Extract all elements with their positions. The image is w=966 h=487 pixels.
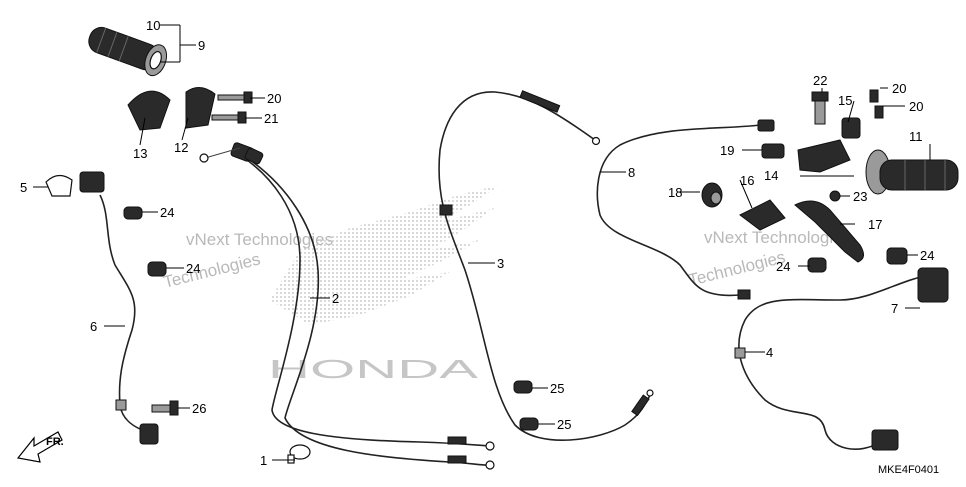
bolt-22 — [811, 91, 829, 125]
cable-clamp-1 — [287, 444, 311, 464]
callout-20b: 20 — [909, 99, 923, 114]
throttle-housing-lower — [127, 90, 171, 131]
callout-13: 13 — [133, 146, 147, 161]
clip-24a — [123, 206, 143, 220]
clutch-switch-19 — [761, 143, 785, 159]
bolt-26 — [151, 400, 179, 416]
callout-8: 8 — [628, 165, 635, 180]
callout-6: 6 — [90, 319, 97, 334]
callout-26: 26 — [192, 401, 206, 416]
clutch-lever-17 — [794, 200, 864, 263]
clip-24b — [147, 261, 167, 277]
callout-24b: 24 — [186, 261, 200, 276]
callout-17: 17 — [868, 217, 882, 232]
callout-1: 1 — [260, 453, 267, 468]
front-direction-label: FR. — [46, 436, 64, 448]
screw-21a — [217, 91, 253, 104]
clip-25b — [519, 417, 539, 431]
diagram-code: MKE4F0401 — [878, 464, 939, 476]
callout-21a: 20 — [267, 91, 281, 106]
bolt-20b — [874, 105, 884, 119]
clip-24d — [807, 257, 827, 273]
collar-18 — [701, 182, 723, 208]
callout-23: 23 — [853, 189, 867, 204]
callout-7: 7 — [891, 301, 898, 316]
left-grip — [865, 149, 959, 195]
callout-25b: 25 — [557, 417, 571, 432]
callout-16: 16 — [740, 173, 754, 188]
honda-wing-logo: HONDA — [268, 185, 500, 384]
clip-25a — [513, 380, 533, 394]
holder-15 — [841, 117, 861, 139]
leader-lines — [33, 24, 931, 461]
clutch-cable — [438, 90, 654, 441]
clutch-switch-wire — [734, 274, 931, 451]
screw-21b — [211, 111, 247, 124]
watermark-2: Technologies — [161, 249, 262, 291]
left-switch-harness — [79, 171, 159, 445]
watermark-1: vNext Technologies — [186, 230, 333, 249]
callout-20a: 20 — [892, 81, 906, 96]
callout-24d: 24 — [776, 259, 790, 274]
nut-23 — [829, 190, 841, 202]
callout-12: 12 — [174, 140, 188, 155]
callout-15: 15 — [838, 93, 852, 108]
callout-19: 19 — [720, 143, 734, 158]
watermark-4: Technologies — [686, 247, 787, 289]
front-direction-arrow: FR. — [16, 431, 64, 463]
callout-labels: 10 9 13 12 20 21 5 24 24 6 26 1 2 3 25 2… — [20, 18, 934, 468]
callout-14: 14 — [764, 168, 778, 183]
callout-10: 10 — [146, 18, 160, 33]
callout-22: 22 — [813, 73, 827, 88]
callout-5: 5 — [20, 180, 27, 195]
callout-11: 11 — [909, 129, 923, 144]
callout-18: 18 — [668, 185, 682, 200]
callout-9: 9 — [198, 38, 205, 53]
callout-24c: 24 — [920, 248, 934, 263]
honda-logo-text: HONDA — [268, 354, 479, 384]
callout-24a: 24 — [160, 205, 174, 220]
lever-pivot-16 — [739, 199, 786, 231]
switch-housing-7 — [917, 267, 949, 303]
callout-3: 3 — [497, 256, 504, 271]
clamp-5 — [45, 174, 73, 197]
callout-2: 2 — [332, 291, 339, 306]
throttle-housing-upper — [185, 87, 216, 129]
watermark-3: vNext Technologies — [704, 228, 851, 247]
callout-25a: 25 — [550, 381, 564, 396]
bolt-20a — [869, 89, 879, 103]
right-switch-harness — [596, 119, 775, 300]
clutch-bracket-14 — [797, 139, 851, 173]
callout-21b: 21 — [264, 111, 278, 126]
clip-24c — [886, 247, 908, 265]
throttle-cables — [199, 142, 495, 470]
callout-4: 4 — [766, 345, 773, 360]
